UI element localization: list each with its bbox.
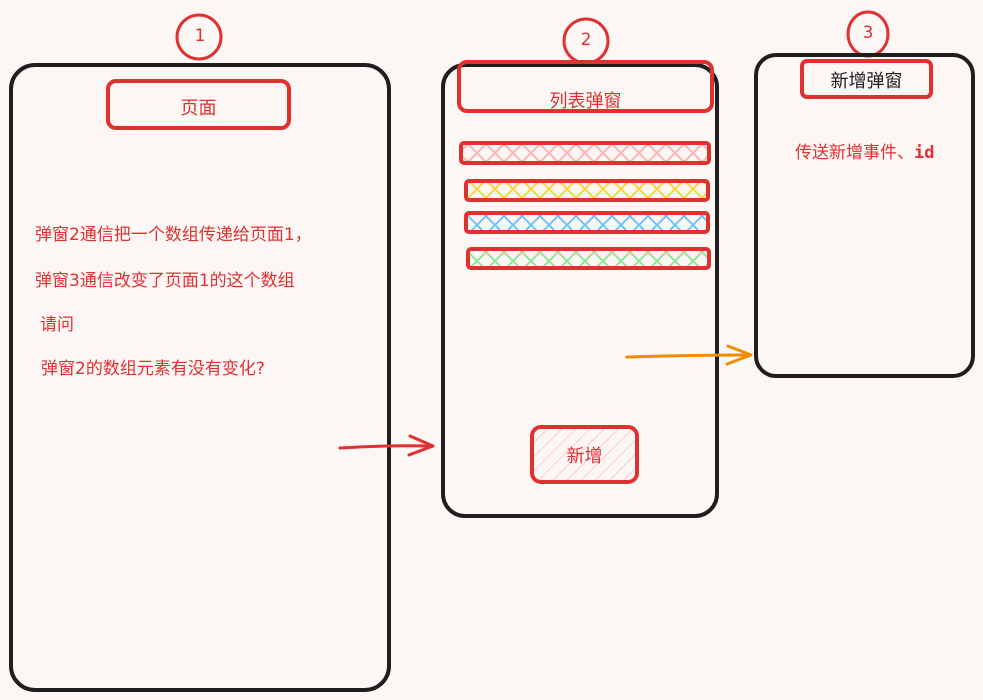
list-item bbox=[464, 211, 710, 234]
panel-1-title-box bbox=[106, 79, 291, 130]
marker-number-3: 3 bbox=[862, 23, 874, 43]
list-item bbox=[459, 141, 711, 165]
panel-2-frame bbox=[441, 63, 719, 518]
question-line-2: 弹窗3通信改变了页面1的这个数组 bbox=[35, 271, 295, 291]
question-line-4: 弹窗2的数组元素有没有变化? bbox=[41, 359, 265, 379]
list-item bbox=[464, 179, 710, 202]
event-description: 传送新增事件、id bbox=[795, 138, 934, 163]
marker-circle-1 bbox=[175, 13, 223, 61]
event-text: 传送新增事件、 bbox=[795, 143, 914, 163]
panel-3-title-box bbox=[800, 59, 933, 99]
event-id-text: id bbox=[914, 143, 935, 163]
panel-1-frame bbox=[9, 63, 391, 692]
add-button-label[interactable]: 新增 bbox=[566, 446, 603, 467]
marker-number-1: 1 bbox=[194, 26, 206, 46]
question-line-1: 弹窗2通信把一个数组传递给页面1， bbox=[35, 225, 312, 245]
panel-2-title-box bbox=[457, 60, 714, 113]
list-item bbox=[466, 247, 711, 270]
marker-number-2: 2 bbox=[580, 30, 592, 50]
panel-3-title: 新增弹窗 bbox=[830, 71, 903, 92]
add-button-box[interactable] bbox=[530, 425, 639, 484]
panel-2-title: 列表弹窗 bbox=[549, 91, 622, 112]
arrow-list-to-add bbox=[625, 344, 753, 366]
panel-3-frame bbox=[754, 53, 975, 378]
arrow-page-to-list bbox=[338, 434, 435, 457]
question-line-3: 请问 bbox=[40, 315, 74, 335]
panel-1-title: 页面 bbox=[180, 98, 217, 119]
